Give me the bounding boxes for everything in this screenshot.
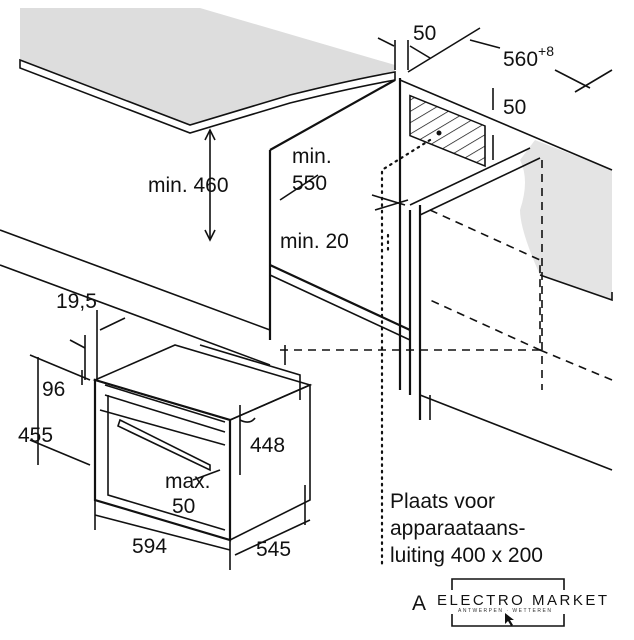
dim-niche-width: 560+8: [503, 43, 554, 71]
dim-front-offset: 19,5: [56, 290, 97, 313]
dim-max-label: max.: [165, 470, 211, 493]
dim-appliance-depth: 545: [256, 538, 291, 561]
worktop-left: [19, 8, 396, 134]
oven-appliance: [92, 344, 313, 542]
footer-letter: A: [412, 592, 426, 615]
cursor-icon: [505, 613, 514, 626]
socket-dot: [436, 130, 442, 136]
connection-area-outline: [380, 138, 432, 567]
dim-inner-height: 448: [250, 434, 285, 457]
ventilation-opening: [409, 94, 486, 168]
worktop-right: [399, 79, 613, 302]
note-line-2: apparaataans-: [390, 517, 525, 540]
dim-top-offset: 96: [42, 378, 65, 401]
dim-min-depth-value: 550: [292, 172, 327, 195]
watermark-logo: ELECTRO MARKET ANTWERPEN · WETTEREN: [437, 578, 610, 627]
note-line-3: luiting 400 x 200: [390, 544, 543, 567]
cabinet: [0, 78, 613, 471]
svg-text:ANTWERPEN · WETTEREN: ANTWERPEN · WETTEREN: [458, 608, 552, 614]
dim-min-height: min. 460: [148, 174, 229, 197]
dim-min-gap: min. 20: [280, 230, 349, 253]
dim-appliance-width: 594: [132, 535, 167, 558]
dim-vent-height: 50: [503, 96, 526, 119]
svg-text:ELECTRO MARKET: ELECTRO MARKET: [437, 592, 610, 609]
dim-max-value: 50: [172, 495, 195, 518]
dim-top-gap: 50: [413, 22, 436, 45]
dim-min-depth-label: min.: [292, 145, 332, 168]
note-line-1: Plaats voor: [390, 490, 495, 513]
dim-appliance-height: 455: [18, 424, 53, 447]
